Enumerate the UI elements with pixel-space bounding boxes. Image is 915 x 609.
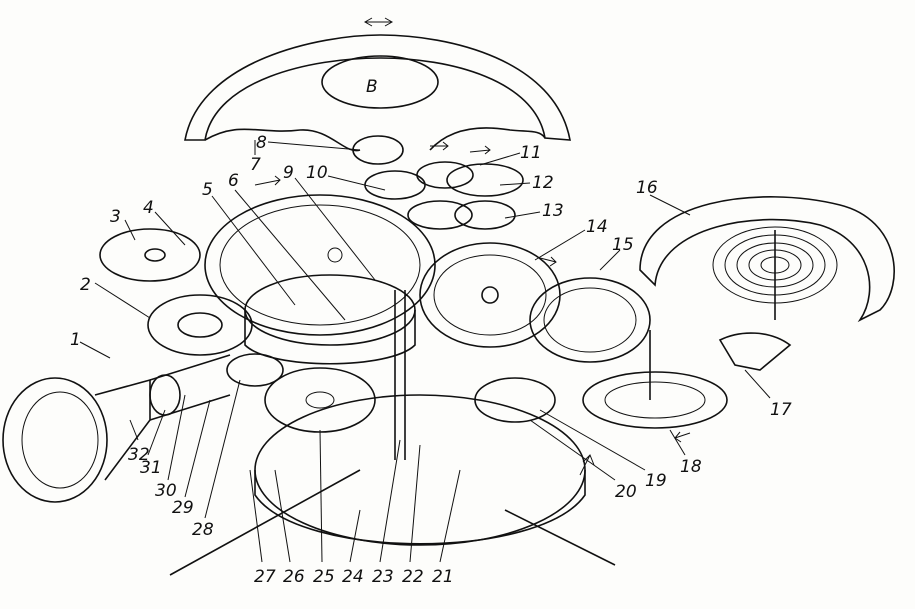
winding-knob [2, 377, 151, 503]
callout-26: 26 [283, 567, 305, 587]
balance-spring-assembly [639, 196, 895, 371]
callout-labels: 1 2 3 4 5 6 7 8 9 10 11 12 13 14 15 16 1… [70, 133, 792, 587]
callout-7: 7 [250, 155, 261, 175]
callout-15: 15 [612, 235, 634, 255]
callout-21: 21 [432, 567, 454, 587]
escape-wheel [582, 330, 728, 429]
callout-23: 23 [372, 567, 394, 587]
minute-wheel [226, 353, 284, 387]
callout-3: 3 [110, 207, 121, 227]
cover-emblem-letter: B [366, 77, 378, 97]
callout-27: 27 [254, 567, 276, 587]
callout-5: 5 [202, 180, 213, 200]
callout-25: 25 [313, 567, 335, 587]
winding-stem [149, 354, 231, 421]
callout-11: 11 [520, 143, 542, 163]
callout-19: 19 [645, 471, 667, 491]
regulator-disk [474, 377, 556, 423]
callout-4: 4 [143, 198, 154, 218]
callout-17: 17 [770, 400, 792, 420]
callout-24: 24 [342, 567, 364, 587]
cover-emblem [321, 55, 439, 109]
callout-18: 18 [680, 457, 702, 477]
callout-10: 10 [306, 163, 328, 183]
callout-28: 28 [192, 520, 214, 540]
motion-work-gears [352, 135, 524, 230]
central-arbor [394, 290, 406, 460]
callout-16: 16 [636, 178, 658, 198]
callout-8: 8 [256, 133, 267, 153]
callout-29: 29 [172, 498, 194, 518]
callout-13: 13 [542, 201, 564, 221]
mainspring-barrel [244, 274, 416, 365]
callout-1: 1 [70, 330, 81, 350]
callout-12: 12 [532, 173, 554, 193]
callout-2: 2 [80, 275, 91, 295]
washer [99, 228, 201, 282]
cover-dome: B [184, 17, 571, 152]
callout-32: 32 [128, 445, 150, 465]
center-wheel [419, 242, 561, 348]
third-wheel [529, 277, 651, 363]
callout-14: 14 [586, 217, 608, 237]
callout-20: 20 [615, 482, 637, 502]
base-plate [169, 394, 616, 576]
callout-9: 9 [283, 163, 294, 183]
callout-6: 6 [228, 171, 239, 191]
callout-30: 30 [155, 481, 177, 501]
ratchet-wheel [147, 294, 253, 356]
leader-lines [79, 140, 771, 563]
great-wheel [204, 194, 436, 336]
callout-31: 31 [140, 458, 162, 478]
motion-arrows [254, 141, 691, 476]
callout-22: 22 [402, 567, 424, 587]
